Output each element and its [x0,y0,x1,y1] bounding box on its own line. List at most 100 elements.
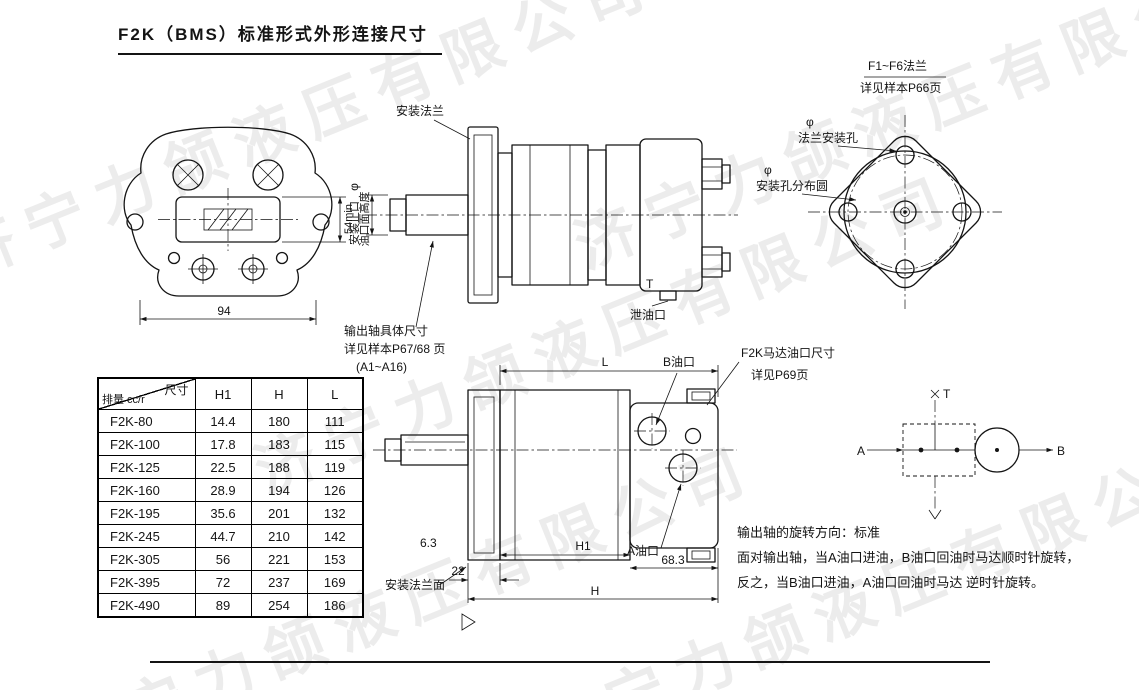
h1-cell: 17.8 [194,432,252,456]
front-flange-outline [123,126,333,297]
dim-L-label: L [602,355,609,369]
col-header-h: H [250,377,308,410]
front-ear-holes [126,213,330,265]
l-cell: 126 [306,478,364,502]
l-cell: 132 [306,501,364,525]
front-boss-circles [172,159,284,191]
model-cell: F2K-490 [97,593,196,618]
model-cell: F2K-305 [97,547,196,571]
corner-displacement-label: 排量 cc/r [102,394,145,406]
h-cell: 188 [250,455,308,479]
l-cell: 111 [306,409,364,433]
dim-22: 22 [449,563,519,585]
dim-H1: H1 [500,539,631,560]
front-port-face [158,188,298,251]
l-cell: 119 [306,455,364,479]
h1-cell: 72 [194,570,252,594]
model-cell: F2K-395 [97,570,196,594]
surface-finish-flag-icon [461,613,476,631]
col-header-l: L [306,377,364,410]
dim-63-label: 6.3 [420,536,437,550]
dim-683-label: 68.3 [661,553,685,567]
motor-symbol [974,427,1020,473]
schematic-a-label: A [857,444,865,458]
port-fittings [701,158,731,278]
t-port-label: T [646,277,654,291]
drain-outlet [928,476,942,520]
bolt-circle-label: 安装孔分布圆 [756,178,828,193]
h1-cell: 35.6 [194,501,252,525]
table-corner-cell: 尺寸 排量 cc/r [97,377,196,410]
rotation-note-line1: 输出轴的旋转方向：标准 [737,525,881,540]
port-note-line1: F2K马达油口尺寸 [741,346,835,360]
l-cell: 169 [306,570,364,594]
mount-hole-phi: φ [806,115,814,129]
valve-internals [903,424,975,453]
dim-L: L [499,355,719,397]
model-cell: F2K-195 [97,501,196,525]
port-face-height-label: 油口面高度 [357,192,371,247]
h1-cell: 14.4 [194,409,252,433]
front-flange-view: 94 54min 油口面高度 [123,126,371,325]
shaft-note-line1: 输出轴具体尺寸 [344,323,428,338]
schematic-t-label: T [943,387,951,401]
model-cell: F2K-245 [97,524,196,548]
port-a-label: A油口 [627,544,659,558]
h-cell: 254 [250,593,308,618]
oil-ports [634,413,702,486]
front-dim-width: 94 [139,300,317,325]
rotation-notes: 输出轴的旋转方向：标准 面对输出轴，当A油口进油，B油口回油时马达顺时针旋转， … [737,520,1137,595]
l-cell: 186 [306,593,364,618]
bottom-rule [150,661,990,663]
side-view-bottom: L B油口 F2K马达油口尺寸 详见P69页 [373,346,835,631]
front-dim-port-face-height: 54min 油口面高度 [282,192,371,247]
dim-H-label: H [591,584,600,598]
t-port-mark [930,389,940,399]
h1-cell: 22.5 [194,455,252,479]
front-bottom-ports [188,254,268,284]
model-cell: F2K-160 [97,478,196,502]
page-title: F2K（BMS）标准形式外形连接尺寸 [118,20,442,55]
h-cell: 210 [250,524,308,548]
col-header-h1: H1 [194,377,252,410]
l-cell: 115 [306,432,364,456]
corner-size-label: 尺寸 [164,383,189,397]
model-cell: F2K-100 [97,432,196,456]
schematic-b-label: B [1057,444,1065,458]
shaft-note-line3: (A1~A16) [356,360,407,374]
spigot-label: 安装止口 [347,201,361,245]
flange-face-leader [440,566,467,585]
h-cell: 237 [250,570,308,594]
h1-cell: 44.7 [194,524,252,548]
mount-hole-label: 法兰安装孔 [798,130,858,145]
h1-cell: 56 [194,547,252,571]
bolt-circle-callout: φ 安装孔分布圆 [756,163,857,202]
dim-683: 68.3 [630,548,719,573]
bolt-circle-phi: φ [764,163,772,177]
shaft-note-line2: 详见样本P67/68 页 [344,341,445,356]
rear-flange-view: F1~F6法兰 详见样本P66页 φ 法兰安装孔 φ 安装孔分布圆 [756,59,1002,309]
port-a-leader [660,483,682,549]
mount-hole-callout: φ 法兰安装孔 [798,115,897,153]
h-cell: 194 [250,478,308,502]
hydraulic-schematic: T A B [857,387,1065,520]
dim-H: H [467,573,719,603]
shaft-note: 输出轴具体尺寸 详见样本P67/68 页 (A1~A16) [344,240,445,374]
rear-flange-plate [808,115,1002,309]
side-view-top: 安装法兰 T 泄油口 [344,103,738,374]
flange-series-label: F1~F6法兰 [868,59,927,73]
h-cell: 221 [250,547,308,571]
model-cell: F2K-80 [97,409,196,433]
flange-face-label: 安装法兰面 [385,577,445,592]
port-b-label: B油口 [663,355,695,369]
spigot-phi-label: φ [347,183,361,191]
dim-H1-label: H1 [575,539,591,553]
drain-port-label: 泄油口 [630,308,666,322]
